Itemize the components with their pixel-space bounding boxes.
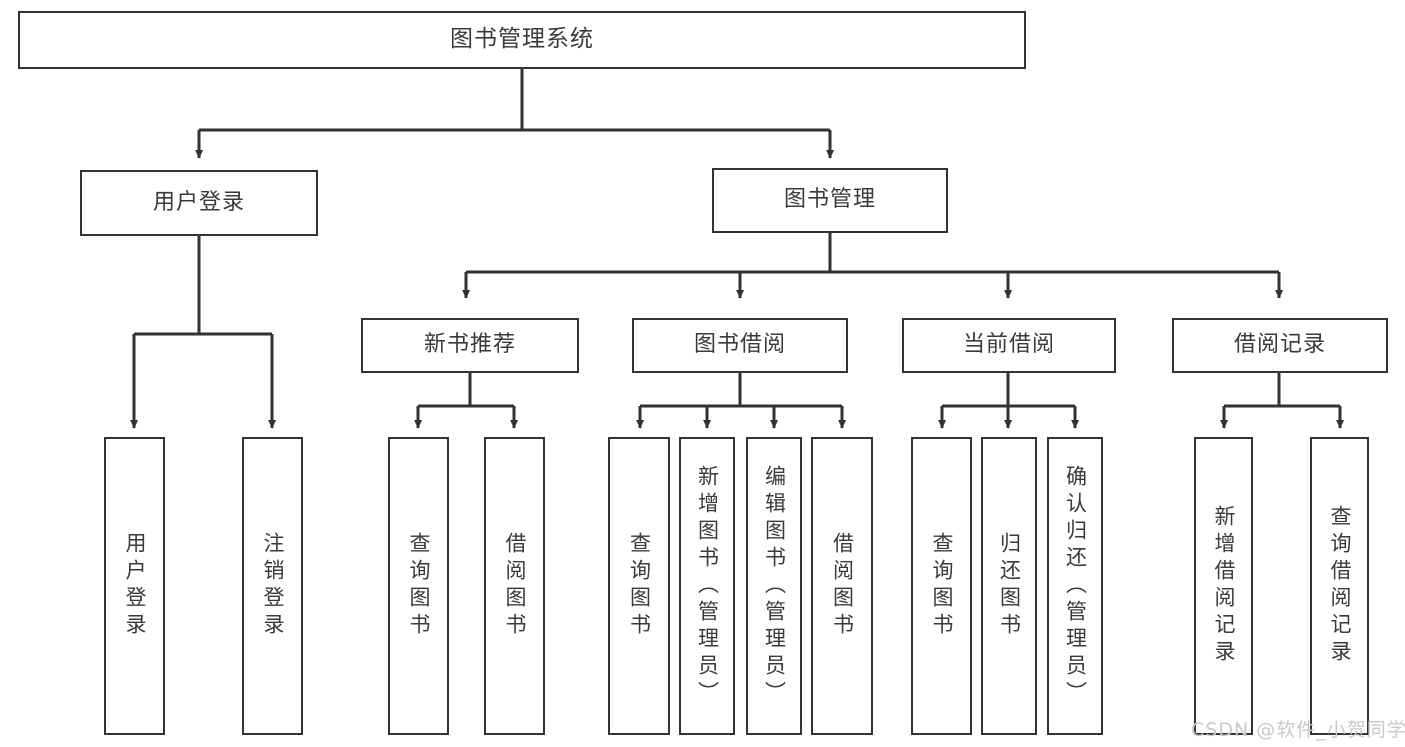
node-leaf-borrow-book-1[interactable]: 借阅图书 — [484, 437, 545, 735]
node-leaf-query-book-1-label: 查询图书 — [407, 532, 431, 640]
node-user-login-label: 用户登录 — [152, 189, 245, 215]
node-leaf-add-book-label: 新增图书（管理员） — [695, 464, 720, 708]
node-borrow-record-label: 借阅记录 — [1233, 332, 1326, 358]
node-leaf-add-record-label: 新增借阅记录 — [1212, 505, 1236, 667]
node-leaf-user-logout[interactable]: 注销登录 — [242, 437, 303, 735]
node-leaf-edit-book-label: 编辑图书（管理员） — [762, 464, 787, 708]
node-leaf-query-book-3-label: 查询图书 — [930, 532, 954, 640]
node-leaf-confirm-return[interactable]: 确认归还（管理员） — [1047, 437, 1103, 735]
node-leaf-borrow-book-2[interactable]: 借阅图书 — [811, 437, 873, 735]
node-leaf-borrow-book-2-label: 借阅图书 — [830, 532, 855, 640]
node-root[interactable]: 图书管理系统 — [18, 11, 1026, 69]
node-current-borrow[interactable]: 当前借阅 — [902, 318, 1116, 373]
node-book-manage[interactable]: 图书管理 — [712, 168, 948, 233]
node-leaf-user-login[interactable]: 用户登录 — [104, 437, 165, 735]
node-book-borrow-label: 图书借阅 — [693, 332, 786, 358]
node-current-borrow-label: 当前借阅 — [962, 332, 1055, 358]
node-leaf-add-book[interactable]: 新增图书（管理员） — [679, 437, 735, 735]
node-leaf-return-book[interactable]: 归还图书 — [981, 437, 1037, 735]
node-leaf-borrow-book-1-label: 借阅图书 — [503, 532, 527, 640]
node-leaf-query-book-1[interactable]: 查询图书 — [388, 437, 449, 735]
node-book-borrow[interactable]: 图书借阅 — [632, 318, 848, 373]
node-leaf-edit-book[interactable]: 编辑图书（管理员） — [746, 437, 802, 735]
node-leaf-confirm-return-label: 确认归还（管理员） — [1063, 464, 1088, 708]
node-root-label: 图书管理系统 — [450, 26, 594, 53]
node-borrow-record[interactable]: 借阅记录 — [1172, 318, 1388, 373]
node-user-login[interactable]: 用户登录 — [80, 170, 318, 236]
node-leaf-return-book-label: 归还图书 — [997, 532, 1022, 640]
node-leaf-query-book-2-label: 查询图书 — [627, 532, 652, 640]
node-leaf-query-book-2[interactable]: 查询图书 — [608, 437, 670, 735]
node-new-book-recommend[interactable]: 新书推荐 — [361, 318, 579, 373]
node-leaf-user-logout-label: 注销登录 — [261, 532, 285, 640]
node-leaf-add-record[interactable]: 新增借阅记录 — [1194, 437, 1253, 735]
node-leaf-query-record-label: 查询借阅记录 — [1328, 505, 1352, 667]
node-leaf-query-book-3[interactable]: 查询图书 — [911, 437, 972, 735]
node-new-book-recommend-label: 新书推荐 — [423, 332, 516, 358]
node-book-manage-label: 图书管理 — [783, 187, 876, 213]
node-leaf-user-login-label: 用户登录 — [123, 532, 147, 640]
node-leaf-query-record[interactable]: 查询借阅记录 — [1310, 437, 1369, 735]
